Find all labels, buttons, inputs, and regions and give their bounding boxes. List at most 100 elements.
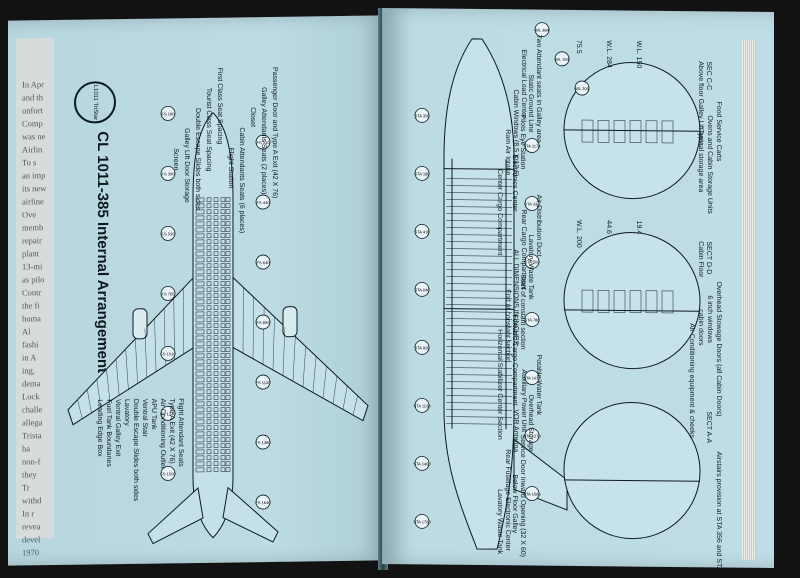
seat <box>213 281 219 287</box>
station-tag <box>160 286 176 301</box>
seat <box>225 413 231 418</box>
seat <box>225 461 231 466</box>
wing-rib <box>302 346 306 387</box>
seat <box>213 203 219 209</box>
fuselage-frame <box>446 234 512 236</box>
callout-label: Air Distribution Duct <box>535 194 542 257</box>
seat <box>220 251 226 256</box>
station-tag <box>255 434 271 450</box>
section-note: Ovens and Cabin Storage Units <box>706 115 713 214</box>
seat <box>225 335 231 340</box>
callout-label: Double Escape Slides both sides <box>132 398 139 502</box>
station-tag-label: FS 1240 <box>160 411 176 416</box>
station-tag-label: FS 640 <box>257 260 271 265</box>
fuselage-frame <box>446 409 512 411</box>
station-tag-label: FS 390 <box>162 171 176 176</box>
seat <box>195 353 205 359</box>
station-tag <box>414 165 430 181</box>
callout-label: APU Tank <box>150 398 157 430</box>
seat <box>195 329 205 335</box>
station-tag <box>414 223 430 239</box>
section-seat <box>581 289 594 313</box>
station-tag <box>574 80 590 96</box>
station-tag-label: STA 330 <box>524 201 540 206</box>
seat <box>213 455 219 461</box>
seat <box>213 467 219 473</box>
station-tag <box>524 370 540 385</box>
wing-rib <box>154 318 157 372</box>
fuselage-frame <box>446 255 512 257</box>
fuselage-frame <box>446 381 512 383</box>
station-tag-label: WL 150 <box>555 57 569 62</box>
seat <box>206 455 212 461</box>
section-note: 6 inch windows <box>706 295 713 343</box>
seat <box>195 323 205 329</box>
seat <box>206 299 212 305</box>
callout-label: Center Cargo Compartment <box>496 169 503 256</box>
callout-label: First Class Seat Spacing <box>216 67 223 145</box>
seat <box>213 287 219 293</box>
seat <box>225 311 231 316</box>
wing-rib <box>135 338 138 384</box>
seat <box>220 323 226 328</box>
seat <box>195 209 205 215</box>
callout-label: Leading Edge Box <box>96 399 103 457</box>
seat <box>195 287 205 293</box>
station-tag <box>255 254 271 270</box>
seat <box>195 407 205 413</box>
callout-label: Tourist Class Seat Spacing <box>205 87 212 172</box>
seat <box>220 389 226 394</box>
seat <box>220 365 226 370</box>
station-tag <box>255 314 271 330</box>
seat <box>213 359 219 365</box>
seat <box>195 317 205 323</box>
seat <box>195 293 205 299</box>
seat <box>195 233 205 239</box>
seat <box>220 407 226 412</box>
station-tag-label: WL 200 <box>575 86 589 91</box>
dimension-label: W.L. 150 <box>635 40 642 69</box>
seat <box>206 257 212 263</box>
seat <box>220 203 226 208</box>
wing-rib <box>96 379 101 408</box>
fuselage-frame <box>446 367 512 369</box>
seat <box>220 413 226 418</box>
seat <box>206 467 212 473</box>
station-tag <box>160 466 176 481</box>
seat <box>195 257 205 263</box>
seat <box>225 197 231 202</box>
seat <box>213 407 219 413</box>
seat <box>225 437 231 442</box>
section-seat <box>613 120 626 143</box>
seat <box>195 197 205 203</box>
station-tag-label: FS 1500 <box>160 471 176 476</box>
seat <box>213 395 219 401</box>
seat <box>213 257 219 263</box>
wing-rib <box>125 348 129 390</box>
seat <box>220 449 226 454</box>
fuselage-frame <box>446 185 512 187</box>
fuselage-frame <box>446 395 512 397</box>
seat <box>213 221 219 227</box>
seat <box>213 239 219 245</box>
callout-label: Galley Attendants Seats (2 places) <box>260 87 267 195</box>
seat <box>206 437 212 443</box>
seat <box>225 239 231 244</box>
fuselage-frame <box>446 199 512 201</box>
callout-label: Rear Fuselage Electronic Center <box>504 449 511 551</box>
seat <box>220 461 226 466</box>
seat <box>206 239 212 245</box>
callout-label: Static Ground Line <box>527 74 534 133</box>
fuselage-frame <box>446 346 512 348</box>
seat <box>206 389 212 395</box>
seat <box>225 395 231 400</box>
seat <box>206 419 212 425</box>
dimension-label: 19.4 <box>635 220 642 235</box>
seat <box>213 311 219 317</box>
seat <box>206 317 212 323</box>
station-tag-label: FS 1380 <box>255 440 271 445</box>
station-tag-label: FS 765 <box>162 291 176 296</box>
seat <box>225 425 231 430</box>
seat <box>225 275 231 280</box>
seat <box>195 467 205 473</box>
